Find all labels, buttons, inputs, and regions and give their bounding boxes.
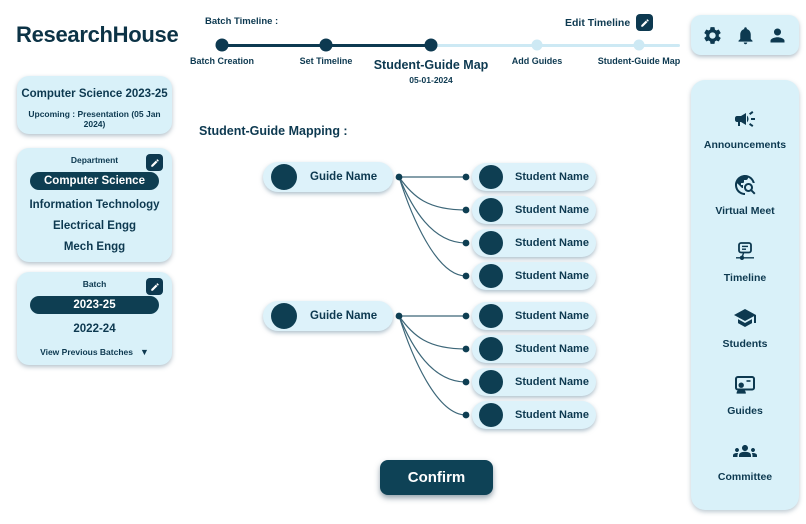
nav-item-timeline[interactable]: Timeline [724, 240, 766, 284]
nav-item-announcements[interactable]: Announcements [704, 107, 786, 151]
student-node[interactable]: Student Name [472, 262, 596, 290]
student-avatar [479, 231, 503, 255]
edit-batch-button[interactable] [146, 278, 163, 295]
topbar-icon-card [691, 15, 799, 55]
guide-node[interactable]: Guide Name [263, 162, 393, 192]
edit-icon [150, 158, 159, 167]
summary-subtitle: Upcoming : Presentation (05 Jan 2024) [28, 109, 161, 129]
step-dot-add-guides[interactable] [531, 39, 543, 51]
department-option[interactable]: Mech Engg [63, 241, 126, 253]
department-option[interactable]: Information Technology [29, 199, 160, 211]
nav-item-committee[interactable]: Committee [718, 439, 772, 483]
mapping-heading: Student-Guide Mapping : [199, 124, 348, 138]
presenter-board-icon [735, 375, 755, 394]
edit-icon [150, 282, 159, 291]
globe-search-icon [734, 175, 756, 196]
student-node[interactable]: Student Name [472, 368, 596, 396]
student-node[interactable]: Student Name [472, 335, 596, 363]
batch-option[interactable]: 2022-24 [73, 323, 116, 335]
edit-timeline-label: Edit Timeline [565, 16, 631, 29]
student-avatar [479, 198, 503, 222]
student-avatar [479, 370, 503, 394]
guide-node[interactable]: Guide Name [263, 301, 393, 331]
department-card-title: Department [70, 155, 119, 165]
student-node[interactable]: Student Name [472, 196, 596, 224]
view-previous-label: View Previous Batches [40, 347, 133, 357]
student-node[interactable]: Student Name [472, 163, 596, 191]
step-dot-batch-creation[interactable] [215, 38, 229, 52]
student-avatar [479, 264, 503, 288]
step-dot-student-guide-map-2[interactable] [633, 39, 645, 51]
nav-label: Virtual Meet [715, 205, 775, 218]
app-logo: ResearchHouse [16, 22, 179, 47]
summary-title: Computer Science 2023-25 [21, 88, 168, 100]
department-option[interactable]: Electrical Engg [52, 220, 137, 232]
nav-item-students[interactable]: Students [722, 306, 768, 351]
student-name: Student Name [515, 310, 589, 322]
guide-avatar [271, 303, 297, 329]
nav-item-virtual-meet[interactable]: Virtual Meet [715, 173, 775, 218]
view-previous-batches-button[interactable]: View Previous Batches ▼ [17, 347, 172, 357]
people-group-icon [732, 445, 757, 458]
guide-avatar [271, 164, 297, 190]
student-name: Student Name [515, 409, 589, 421]
student-node[interactable]: Student Name [472, 229, 596, 257]
batch-option-selected[interactable]: 2023-25 [30, 296, 159, 314]
step-dot-student-guide-map[interactable] [424, 38, 438, 52]
chevron-down-icon: ▼ [140, 347, 149, 357]
step-label: Batch Creation [189, 56, 255, 66]
student-avatar [479, 165, 503, 189]
student-node[interactable]: Student Name [472, 401, 596, 429]
step-dot-set-timeline[interactable] [319, 38, 333, 52]
student-name: Student Name [515, 237, 589, 249]
settings-icon[interactable] [702, 25, 723, 46]
student-name: Student Name [515, 204, 589, 216]
batch-summary-card: Computer Science 2023-25 Upcoming : Pres… [17, 76, 172, 134]
department-card: Department Computer Science Information … [17, 148, 172, 262]
edit-icon [636, 14, 654, 31]
nav-item-guides[interactable]: Guides [727, 373, 763, 417]
timeline-node-icon [736, 241, 754, 260]
step-date: 05-01-2024 [409, 75, 453, 85]
student-node[interactable]: Student Name [472, 302, 596, 330]
student-avatar [479, 337, 503, 361]
batch-card: Batch 2023-25 2022-24 View Previous Batc… [17, 272, 172, 365]
student-name: Student Name [515, 376, 589, 388]
nav-label: Students [722, 338, 768, 351]
step-label: Add Guides [511, 56, 563, 66]
batch-timeline-label: Batch Timeline : [205, 16, 279, 27]
department-option-selected[interactable]: Computer Science [30, 172, 159, 190]
guide-name: Guide Name [310, 171, 378, 183]
step-label-active: Student-Guide Map [373, 58, 489, 72]
megaphone-icon [734, 110, 755, 127]
stepper-line-upcoming [431, 44, 680, 47]
student-name: Student Name [515, 343, 589, 355]
student-name: Student Name [515, 270, 589, 282]
graduation-cap-icon [733, 309, 756, 328]
right-nav-panel: Announcements Virtual Meet Timeline Stud… [691, 80, 799, 510]
guide-name: Guide Name [310, 310, 378, 322]
student-name: Student Name [515, 171, 589, 183]
nav-label: Guides [727, 404, 763, 417]
edit-timeline-button[interactable]: Edit Timeline [565, 14, 654, 31]
step-label: Set Timeline [299, 56, 353, 66]
confirm-button[interactable]: Confirm [380, 460, 493, 495]
batch-card-title: Batch [82, 279, 107, 289]
edit-department-button[interactable] [146, 154, 163, 171]
student-avatar [479, 403, 503, 427]
notifications-icon[interactable] [735, 25, 756, 46]
profile-icon[interactable] [767, 25, 788, 46]
nav-label: Timeline [723, 271, 767, 284]
nav-label: Announcements [703, 138, 787, 151]
student-avatar [479, 304, 503, 328]
step-label: Student-Guide Map [597, 56, 681, 66]
nav-label: Committee [717, 471, 773, 484]
